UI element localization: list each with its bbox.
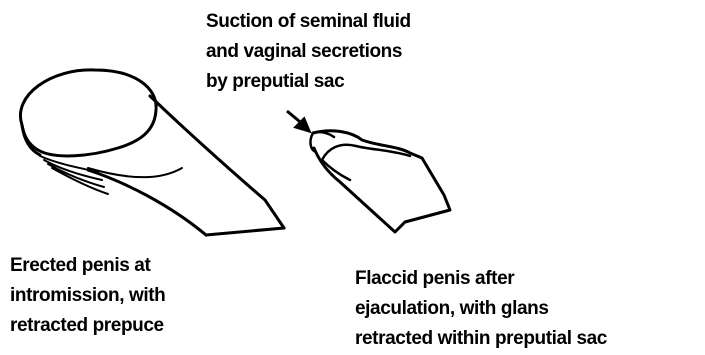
flaccid-penis-label: Flaccid penis after ejaculation, with gl… xyxy=(355,264,607,354)
erected-shaft-bottom xyxy=(88,170,206,235)
arrow-to-preputial-sac xyxy=(287,111,309,131)
suction-label-line: Suction of seminal fluid xyxy=(206,7,411,37)
erected-label-line: Erected penis at xyxy=(10,251,165,281)
erected-shaft-end xyxy=(206,228,284,235)
flaccid-penis-drawing xyxy=(310,131,450,232)
erected-label-line: intromission, with xyxy=(10,281,165,311)
suction-label: Suction of seminal fluid and vaginal sec… xyxy=(206,7,411,97)
erected-glans xyxy=(20,70,156,156)
flaccid-label-line: retracted within preputial sac xyxy=(355,324,607,354)
suction-label-line: and vaginal secretions xyxy=(206,37,411,67)
flaccid-outer-contour xyxy=(313,131,450,232)
flaccid-label-line: Flaccid penis after xyxy=(355,264,607,294)
erected-prepuce-folds xyxy=(40,156,108,194)
suction-label-line: by preputial sac xyxy=(206,67,411,97)
erected-penis-label: Erected penis at intromission, with retr… xyxy=(10,251,165,341)
flaccid-label-line: ejaculation, with glans xyxy=(355,294,607,324)
flaccid-inner-glans xyxy=(322,145,410,180)
erected-label-line: retracted prepuce xyxy=(10,311,165,341)
